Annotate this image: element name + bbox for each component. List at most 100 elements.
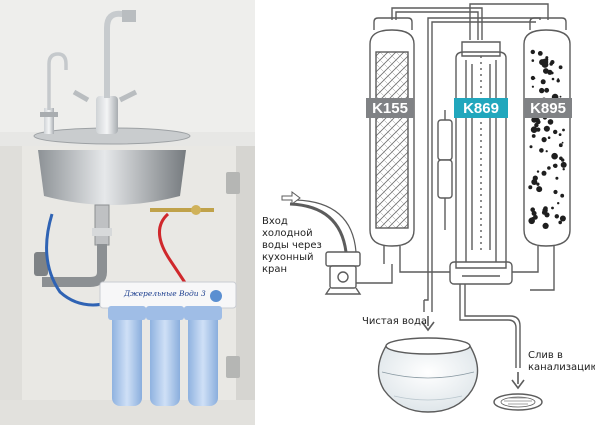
tag-k869-label: K869	[463, 100, 499, 117]
carbon-granule	[531, 85, 535, 88]
carbon-granule	[539, 148, 544, 153]
inlet-label-line-5: кран	[262, 264, 287, 275]
carbon-granule	[536, 170, 540, 173]
hinge-bottom	[226, 356, 240, 378]
k895-carbon-granules	[527, 49, 567, 229]
arrow-inlet	[281, 191, 301, 205]
carbon-granule	[551, 206, 554, 210]
pipe-clean-water	[423, 300, 433, 312]
carbon-granule	[541, 210, 547, 215]
carbon-granule	[562, 168, 565, 171]
carbon-granule	[536, 186, 543, 193]
carbon-granule	[531, 134, 536, 138]
carbon-granule	[558, 143, 563, 148]
tag-k895: K895	[524, 98, 572, 118]
check-valve	[437, 159, 453, 199]
carbon-granule	[559, 95, 562, 98]
carbon-granule	[544, 87, 550, 93]
filtered-water-hose-blue	[45, 213, 109, 307]
faucet-filtered	[40, 52, 68, 134]
carbon-granule	[536, 118, 539, 121]
hinge-top	[226, 172, 240, 194]
carbon-granule	[531, 179, 538, 185]
carbon-granule	[562, 128, 565, 132]
carbon-granule	[540, 79, 546, 85]
carbon-granule	[536, 119, 541, 125]
carbon-granule	[533, 214, 538, 220]
drain-trap	[42, 244, 107, 287]
carbon-granule	[547, 69, 553, 75]
inlet-valve	[289, 199, 362, 295]
k155-filter-media	[375, 51, 409, 229]
carbon-granule	[561, 141, 564, 144]
carbon-granule	[547, 136, 551, 139]
drain-label-line-2: канализацию	[528, 362, 595, 373]
clean-water-label: Чистая вода	[362, 316, 427, 327]
carbon-granule	[530, 75, 536, 81]
brand-label: Джерельные Води 3	[123, 289, 206, 298]
carbon-granule	[541, 58, 549, 66]
carbon-granule	[542, 222, 549, 229]
carbon-granule	[552, 164, 556, 168]
carbon-granule	[553, 129, 558, 135]
tag-k869: K869	[454, 98, 508, 118]
drain-label-line-1: Слив в	[528, 350, 563, 361]
inlet-label: Вход холодной воды через кухонный кран	[262, 216, 322, 275]
filter-diagram	[281, 3, 571, 413]
tag-k895-bg	[524, 98, 572, 118]
filter-unit: Джерельные Води 3	[99, 281, 237, 406]
carbon-granule	[530, 126, 538, 133]
inlet-label-line-2: холодной	[262, 228, 313, 239]
filter-housing-3	[188, 306, 218, 406]
flow-restrictor	[437, 119, 453, 161]
carbon-granule	[551, 152, 558, 160]
carbon-granule	[553, 189, 558, 195]
carbon-granule	[540, 52, 543, 55]
carbon-granule	[555, 176, 559, 180]
carbon-granule	[561, 158, 565, 162]
carbon-granule	[536, 182, 540, 186]
carbon-granule	[558, 220, 562, 225]
carbon-granule	[547, 119, 554, 125]
filter-housing-2	[150, 306, 180, 406]
carbon-granule	[551, 77, 555, 81]
tag-k895-label: K895	[530, 100, 566, 117]
tag-k155-bg	[366, 98, 414, 118]
drain-label: Слив в канализацию	[528, 350, 595, 373]
carbon-granule	[529, 145, 533, 149]
inlet-label-line-4: кухонный	[262, 252, 313, 263]
under-sink-photo: Джерельные Води 3	[0, 0, 255, 425]
carbon-granule	[534, 122, 539, 128]
cartridge-k869	[449, 41, 513, 285]
drain-grate	[493, 393, 543, 411]
carbon-granule	[556, 79, 560, 83]
carbon-granule	[547, 166, 551, 170]
pipe-inlet	[350, 264, 393, 284]
pipe-top-to-k895	[427, 17, 541, 120]
carbon-granule	[560, 161, 567, 168]
carbon-granule	[549, 62, 553, 66]
carbon-granule	[557, 202, 560, 205]
tag-k869-bg	[454, 98, 508, 118]
carbon-granule	[530, 207, 535, 212]
carbon-granule	[545, 150, 548, 153]
carbon-granule	[554, 214, 559, 219]
carbon-granule	[558, 65, 563, 70]
sink-bowl	[38, 150, 186, 205]
pipe-top-k895-return	[469, 3, 549, 40]
arrow-clean-water	[421, 316, 435, 332]
cartridge-k895	[523, 17, 571, 262]
pipe-drain	[459, 284, 517, 368]
filter-housing-1	[112, 306, 142, 406]
pipe-top-k155-k869	[391, 7, 483, 40]
pipe-top-inner	[395, 11, 479, 40]
carbon-granule	[559, 215, 566, 222]
inlet-label-line-1: Вход	[262, 216, 288, 227]
carbon-granule	[560, 193, 565, 198]
cartridge-k155	[369, 17, 415, 264]
carbon-granule	[530, 49, 535, 55]
arrow-drain	[511, 372, 525, 390]
carbon-granule	[531, 59, 535, 62]
